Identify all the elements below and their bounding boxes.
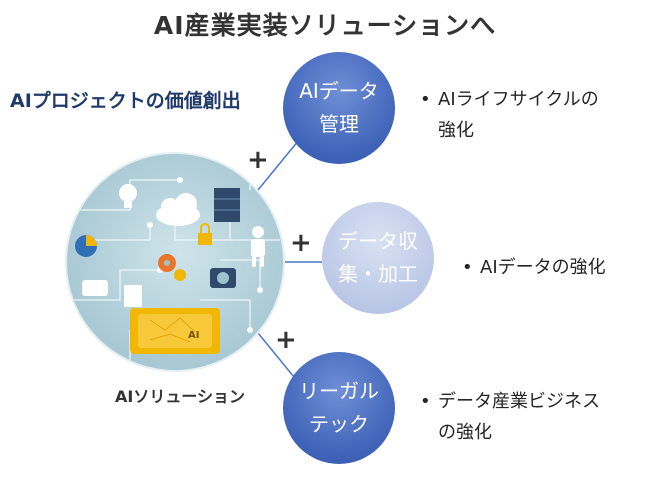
bullet: • [462, 257, 473, 278]
plus-sign: + [290, 228, 312, 258]
description-data-industry: • データ産業ビジネスの強化 [420, 386, 610, 448]
description-text: AIデータの強化 [480, 257, 606, 278]
lightbulb-icon [119, 184, 137, 208]
camera-icon [210, 268, 236, 288]
bullet: • [420, 89, 431, 110]
server-icon [214, 188, 240, 222]
pie-chart-icon [75, 235, 97, 257]
svg-text:AI: AI [188, 330, 199, 341]
node-data-collection: データ収 集・加工 [322, 202, 434, 314]
description-text: データ産業ビジネスの強化 [438, 391, 600, 443]
plus-sign: + [275, 325, 297, 355]
plus-sign: + [247, 145, 269, 175]
subtitle: AIプロジェクトの価値創出 [10, 90, 241, 112]
description-ai-lifecycle: • AIライフサイクルの強化 [420, 84, 600, 146]
robot-icon [251, 226, 265, 267]
node-ai-data-management: AIデータ 管理 [283, 52, 395, 164]
ai-chip-icon: AI [130, 308, 220, 354]
bullet: • [420, 391, 431, 412]
description-ai-data: • AIデータの強化 [462, 252, 642, 283]
page-title: AI産業実装ソリューションへ [153, 11, 497, 40]
gear-icon [158, 254, 186, 281]
padlock-icon [198, 223, 212, 245]
ai-solution-illustration: AI [65, 152, 285, 372]
description-text: AIライフサイクルの強化 [438, 89, 599, 141]
center-label: AIソリューション [114, 387, 246, 406]
node-legal-tech: リーガル テック [283, 352, 395, 464]
cloud-icon [156, 193, 200, 226]
